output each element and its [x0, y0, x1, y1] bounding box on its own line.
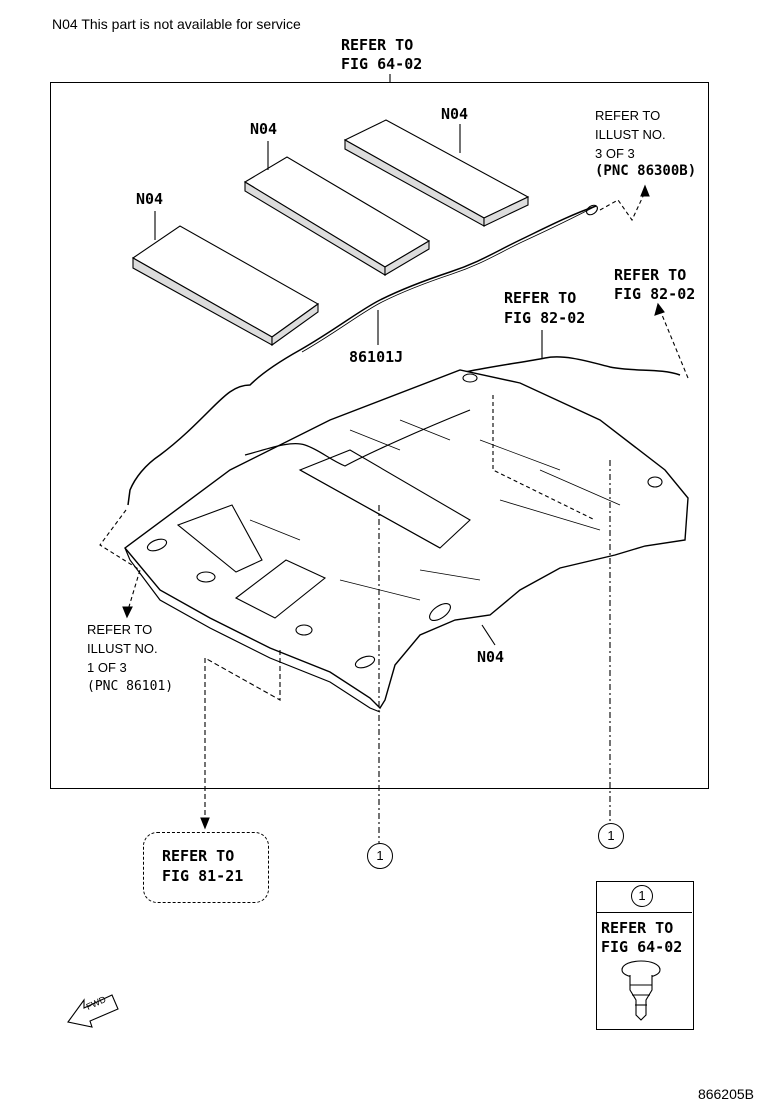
pad-left [131, 225, 320, 347]
top-refer-line2: FIG 64-02 [341, 55, 423, 73]
ref-82-02-mid-line1: REFER TO [504, 289, 577, 307]
label-n04-right: N04 [441, 105, 469, 123]
opening-front [176, 504, 263, 573]
console-opening [234, 559, 327, 619]
label-n04-headliner: N04 [477, 648, 505, 666]
ref-illust1-line2: ILLUST NO. [87, 641, 158, 656]
ref-81-21-line1: REFER TO [162, 847, 235, 865]
callout-1-center: 1 [367, 843, 393, 869]
ref-illust1-line3: 1 OF 3 [87, 660, 127, 675]
pad-middle [243, 156, 431, 276]
ref-illust3-line2: ILLUST NO. [595, 127, 666, 142]
ref-82-02-mid-line2: FIG 82-02 [504, 309, 586, 327]
callout-1-legend: 1 [631, 885, 653, 907]
clip-ref-line1: REFER TO [601, 919, 674, 937]
diagram-code: 866205B [697, 1086, 754, 1102]
ref-81-21-line2: FIG 81-21 [162, 867, 244, 885]
label-86101j: 86101J [349, 348, 404, 366]
ref-illust3-line4: (PNC 86300B) [595, 163, 697, 179]
headliner-body [123, 369, 689, 710]
fwd-arrow [67, 994, 119, 1028]
ref-illust3-line1: REFER TO [595, 108, 661, 123]
clip-ref-line2: FIG 64-02 [601, 938, 683, 956]
wire-right [464, 356, 681, 376]
clip-illustration [621, 960, 661, 1021]
label-n04-middle: N04 [250, 120, 278, 138]
ref-82-02-right-line2: FIG 82-02 [614, 285, 696, 303]
ref-illust3-line3: 3 OF 3 [595, 146, 635, 161]
ref-82-02-right-line1: REFER TO [614, 266, 687, 284]
ref-81-21-box [143, 832, 269, 903]
service-note: N04 This part is not available for servi… [52, 16, 301, 32]
top-refer-line1: REFER TO [341, 36, 414, 54]
callout-1-right: 1 [598, 823, 624, 849]
ref-illust1-line1: REFER TO [87, 622, 153, 637]
clip-legend-divider [596, 912, 692, 913]
pad-right [343, 119, 530, 227]
clip-legend-box [596, 881, 694, 1030]
ref-illust1-line4: (PNC 86101) [87, 679, 174, 694]
label-n04-left: N04 [136, 190, 164, 208]
wire-harness [127, 205, 597, 506]
